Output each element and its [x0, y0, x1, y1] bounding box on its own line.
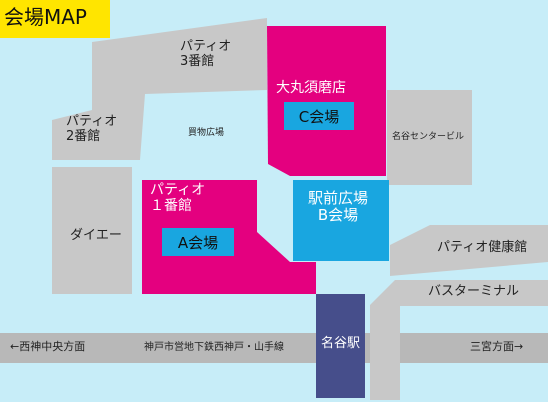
venue-c-badge: C会場	[284, 102, 354, 130]
label-daiei: ダイエー	[70, 228, 122, 243]
venue-a-label: A会場	[177, 233, 219, 252]
building-bus-terminal	[370, 280, 548, 400]
title-background	[0, 0, 110, 38]
rail-line	[0, 333, 548, 363]
label-daimaru: 大丸須磨店	[276, 80, 346, 96]
venue-c-label: C会場	[298, 107, 340, 126]
rail-west-direction: ←西神中央方面	[10, 340, 86, 353]
label-meikoku-center: 名谷センタービル	[392, 132, 465, 142]
building-daiei	[52, 167, 132, 294]
label-plaza: 買物広場	[188, 128, 225, 138]
rail-east-direction: 三宮方面→	[470, 340, 524, 353]
station-name: 名谷駅	[321, 336, 361, 351]
label-patio2: パティオ 2番館	[66, 114, 118, 144]
venue-a-badge: A会場	[162, 228, 234, 256]
label-patio1: パティオ １番館	[150, 182, 206, 215]
building-patio3-patio2	[52, 18, 267, 160]
building-patio-health	[390, 225, 548, 276]
map-title: 会場MAP	[4, 5, 87, 29]
venue-ekimae	[293, 180, 389, 261]
label-patio-health: パティオ健康館	[437, 240, 528, 255]
label-ekimae: 駅前広場 B会場	[308, 189, 369, 225]
station-block	[316, 294, 365, 398]
rail-line-name: 神戸市営地下鉄西神戸・山手線	[144, 342, 284, 353]
building-meikoku-center	[387, 90, 472, 185]
label-bus-terminal: バスターミナル	[428, 284, 520, 299]
label-patio3: パティオ 3番館	[180, 39, 232, 69]
venue-daimaru	[267, 26, 386, 176]
